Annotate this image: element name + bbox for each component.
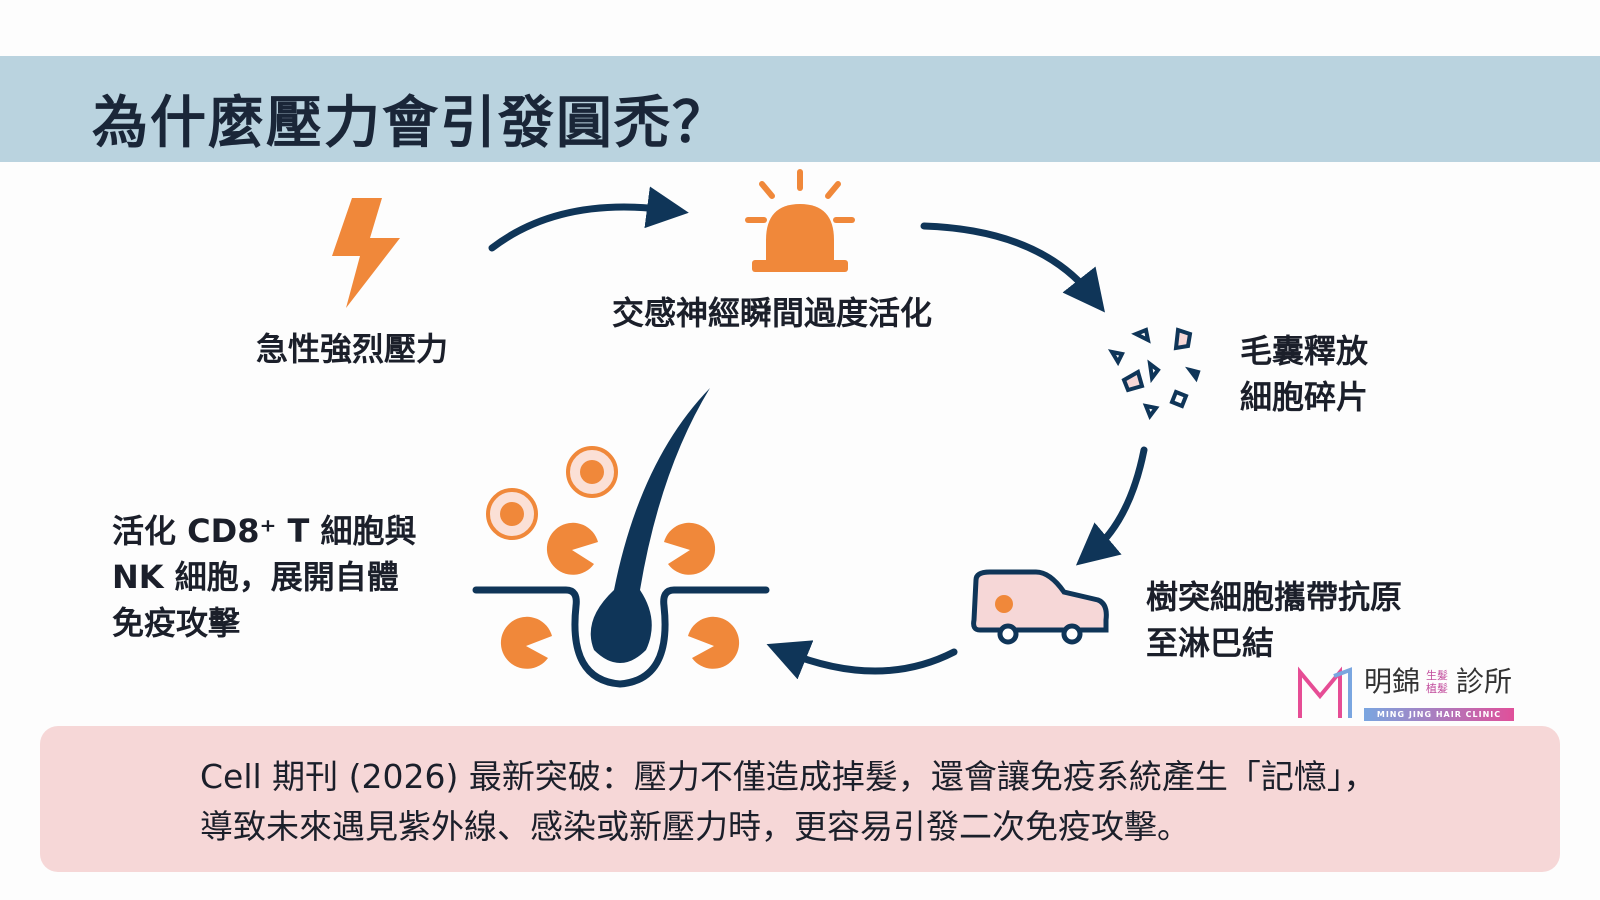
step-dendritic-line: 樹突細胞攜帶抗原: [1146, 578, 1403, 616]
alarm-siren-icon: [745, 169, 855, 272]
logo-english: MING JING HAIR CLINIC: [1364, 708, 1514, 721]
arrow-4: [766, 640, 958, 680]
note-line: Cell 期刊 (2026) 最新突破：壓力不僅造成掉髮，還會讓免疫系統產生「記…: [200, 757, 1377, 796]
arrow-1: [488, 186, 689, 252]
step-dendritic-line: 至淋巴結: [1146, 624, 1275, 662]
cell-debris-icon: [1107, 327, 1201, 421]
step-attack-line: NK 細胞，展開自體: [112, 558, 399, 596]
logo-sub-line: 生髮: [1426, 669, 1448, 682]
arrow-2: [920, 222, 1106, 313]
note-line: 導致未來遇見紫外線、感染或新壓力時，更容易引發二次免疫攻擊。: [200, 807, 1190, 846]
hair-follicle-attack-icon: [472, 388, 770, 688]
dendritic-cell-car-icon: [971, 569, 1109, 645]
logo-name: 明錦: [1364, 665, 1421, 698]
step-dendritic: 樹突細胞攜帶抗原 至淋巴結: [1146, 574, 1402, 666]
logo-suffix: 診所: [1456, 665, 1513, 698]
step-immune-attack: 活化 CD8⁺ T 細胞與 NK 細胞，展開自體 免疫攻擊: [112, 508, 416, 646]
logo-sub: 生髮植髮: [1426, 669, 1448, 695]
logo-m-icon: [1298, 666, 1352, 718]
page-title: 為什麼壓力會引發圓禿？: [92, 91, 730, 156]
clinic-logo: 明錦 生髮植髮 診所 MING JING HAIR CLINIC: [1296, 666, 1536, 724]
step-debris-line: 毛囊釋放: [1240, 332, 1369, 370]
research-note-text: Cell 期刊 (2026) 最新突破：壓力不僅造成掉髮，還會讓免疫系統產生「記…: [200, 752, 1540, 852]
research-note-box: [40, 726, 1560, 872]
step-attack-line: 免疫攻擊: [112, 604, 241, 642]
step-sympathetic-activation: 交感神經瞬間過度活化: [612, 294, 933, 332]
title-band: [0, 56, 1600, 162]
step-debris: 毛囊釋放 細胞碎片: [1240, 328, 1368, 420]
step-attack-line: 活化 CD8⁺ T 細胞與: [112, 512, 417, 550]
step-debris-line: 細胞碎片: [1240, 378, 1369, 416]
lightning-icon: [332, 198, 400, 308]
step-acute-stress: 急性強烈壓力: [256, 330, 449, 368]
logo-sub-line: 植髮: [1426, 682, 1448, 695]
arrow-3: [1075, 446, 1148, 566]
